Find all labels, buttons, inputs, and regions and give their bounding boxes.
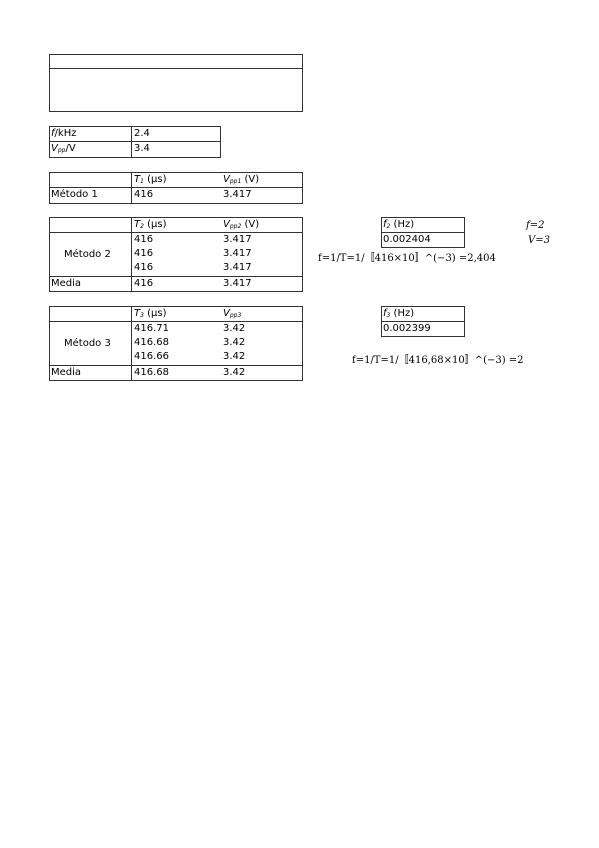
method3-v-row1: 3.42 <box>223 323 246 334</box>
method2-v-row1: 3.417 <box>223 234 252 245</box>
method3-formula: f=1/T=1/〚416,68×10〛^(−3) =2 <box>352 355 524 366</box>
method3-freq-value: 0.002399 <box>383 323 431 334</box>
method1-t: 416 <box>134 189 154 200</box>
method3-col-v: Vpp3 <box>223 308 242 319</box>
divider <box>50 276 302 277</box>
method2-table: T2 (µs) Vpp2 (V) Método 2 416 3.417 416 … <box>49 217 303 292</box>
divider <box>131 218 132 291</box>
side-formula-f: f=2 <box>526 220 545 231</box>
method3-freq-head: f3 (Hz) <box>383 308 415 319</box>
method2-mean-label: Media <box>51 278 82 289</box>
method2-t-row3: 416 <box>134 262 154 273</box>
method2-t-row2: 416 <box>134 248 154 259</box>
method2-formula: f=1/T=1/〚416×10〛^(−3) =2,404 <box>318 253 496 264</box>
method3-mean-v: 3.42 <box>223 367 246 378</box>
method3-t-row1: 416.71 <box>134 323 169 334</box>
method2-label: Método 2 <box>64 249 111 260</box>
method3-v-row2: 3.42 <box>223 337 246 348</box>
divider <box>50 187 302 188</box>
divider <box>50 141 220 142</box>
method1-label: Método 1 <box>51 189 98 200</box>
freq-value: 2.4 <box>134 128 150 139</box>
divider <box>131 127 132 157</box>
method2-freq-value: 0.002404 <box>383 234 431 245</box>
divider <box>131 307 132 380</box>
method2-freq-head: f2 (Hz) <box>383 219 415 230</box>
method2-mean-v: 3.417 <box>223 278 252 289</box>
method2-col-v: Vpp2 (V) <box>223 219 260 230</box>
divider <box>50 232 302 233</box>
method3-t-row2: 416.68 <box>134 337 169 348</box>
method1-v: 3.417 <box>223 189 252 200</box>
method3-v-row3: 3.42 <box>223 351 246 362</box>
method1-col-v: Vpp1 (V) <box>223 174 260 185</box>
method3-mean-label: Media <box>51 367 82 378</box>
method3-table: T3 (µs) Vpp3 Método 3 416.71 3.42 416.68… <box>49 306 303 381</box>
method2-col-t: T2 (µs) <box>134 219 167 230</box>
method2-mean-t: 416 <box>134 278 154 289</box>
method1-table: T1 (µs) Vpp1 (V) Método 1 416 3.417 <box>49 172 303 204</box>
method1-col-t: T1 (µs) <box>134 174 167 185</box>
freq-label: f/kHz <box>51 128 77 139</box>
divider <box>382 232 464 233</box>
params-table: f/kHz 2.4 Vpp/V 3.4 <box>49 126 221 158</box>
vpp-label: Vpp/V <box>51 143 76 154</box>
method3-label: Método 3 <box>64 338 111 349</box>
empty-header-box <box>49 54 303 112</box>
divider <box>382 321 464 322</box>
method3-mean-t: 416.68 <box>134 367 169 378</box>
method3-col-t: T3 (µs) <box>134 308 167 319</box>
vpp-value: 3.4 <box>134 143 150 154</box>
divider <box>131 173 132 203</box>
method3-freq-table: f3 (Hz) 0.002399 <box>381 306 465 337</box>
method2-t-row1: 416 <box>134 234 154 245</box>
divider <box>50 321 302 322</box>
method3-t-row3: 416.66 <box>134 351 169 362</box>
method2-v-row2: 3.417 <box>223 248 252 259</box>
method2-v-row3: 3.417 <box>223 262 252 273</box>
divider <box>50 365 302 366</box>
side-formula-v: V=3 <box>528 235 550 246</box>
method2-freq-table: f2 (Hz) 0.002404 <box>381 217 465 248</box>
divider <box>50 68 302 69</box>
